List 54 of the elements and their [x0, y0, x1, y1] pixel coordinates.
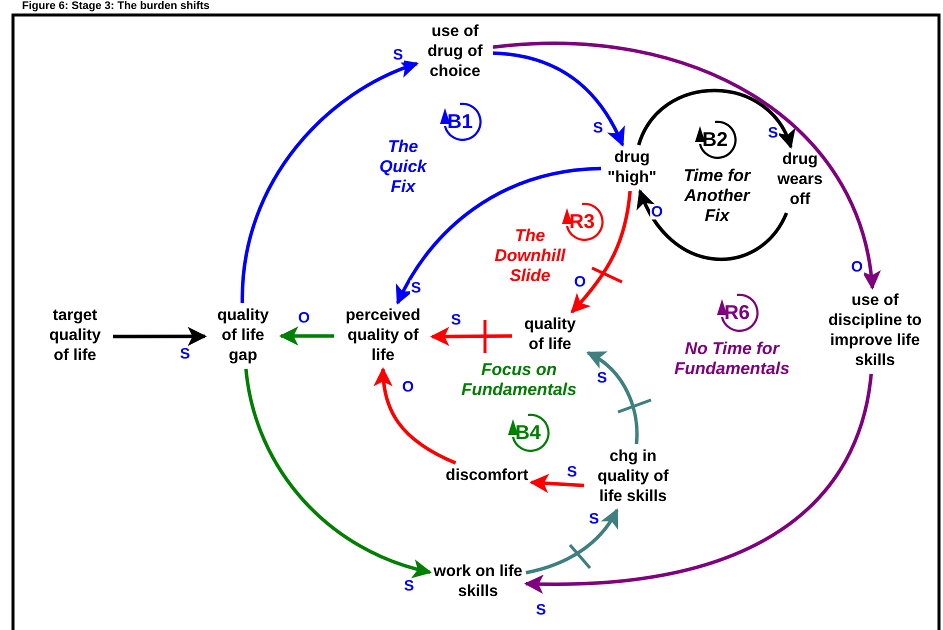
causal-link-arrow: [638, 189, 788, 261]
variable-label: target quality of life: [40, 306, 110, 366]
causal-link-arrow: [430, 326, 512, 346]
polarity-label: S: [566, 464, 578, 480]
variable-label: drug "high": [604, 148, 660, 188]
causal-link-arrow: [492, 51, 624, 147]
causal-link-arrow: [279, 326, 334, 346]
polarity-label: O: [401, 380, 415, 394]
figure-title: Figure 6: Stage 3: The burden shifts: [22, 0, 210, 12]
polarity-label: S: [179, 346, 191, 362]
loop-name: No Time for Fundamentals: [673, 339, 791, 379]
loop-id: B1: [447, 112, 473, 132]
causal-link-arrow: [526, 508, 619, 574]
variable-label: work on life skills: [433, 562, 523, 602]
loop-id: B2: [702, 130, 728, 150]
loop-id: R6: [724, 303, 750, 323]
variable-label: use of discipline to improve life skills: [826, 291, 924, 371]
loop-id: R3: [569, 212, 595, 232]
causal-link-arrow: [113, 326, 207, 346]
causal-link-arrow: [492, 42, 880, 290]
loop-id: B4: [515, 423, 541, 443]
causal-link-arrow: [586, 351, 639, 444]
polarity-label: O: [650, 204, 664, 220]
causal-link-arrow: [529, 474, 584, 494]
causal-link-arrow: [637, 88, 794, 149]
variable-label: quality of life: [515, 315, 585, 355]
variable-label: use of drug of choice: [420, 22, 490, 82]
causal-link-arrow: [570, 190, 632, 314]
polarity-label: S: [767, 126, 779, 140]
causal-link-arrow: [524, 374, 873, 594]
polarity-label: O: [573, 274, 587, 290]
polarity-label: S: [410, 280, 422, 296]
causal-link-arrow: [244, 368, 432, 578]
loop-name: Time for Another Fix: [682, 166, 752, 226]
loop-name: The Downhill Slide: [494, 226, 567, 286]
causal-link-arrow: [396, 166, 602, 305]
polarity-label: S: [392, 48, 404, 62]
variable-label: discomfort: [446, 466, 528, 486]
polarity-label: S: [403, 578, 415, 594]
variable-label: perceived quality of life: [337, 306, 429, 366]
polarity-label: S: [588, 512, 600, 526]
polarity-label: S: [592, 120, 604, 136]
loop-name: Focus on Fundamentals: [460, 360, 578, 400]
polarity-label: O: [297, 310, 311, 326]
causal-link-arrow: [240, 60, 419, 304]
polarity-label: S: [596, 370, 608, 386]
polarity-label: S: [535, 602, 547, 618]
causal-link-arrow: [374, 367, 456, 465]
polarity-label: O: [850, 260, 864, 274]
polarity-label: S: [450, 312, 462, 328]
variable-label: drug wears off: [770, 150, 830, 210]
variable-label: chg in quality of life skills: [587, 447, 679, 507]
variable-label: quality of life gap: [208, 306, 278, 366]
loop-name: The Quick Fix: [378, 137, 428, 197]
